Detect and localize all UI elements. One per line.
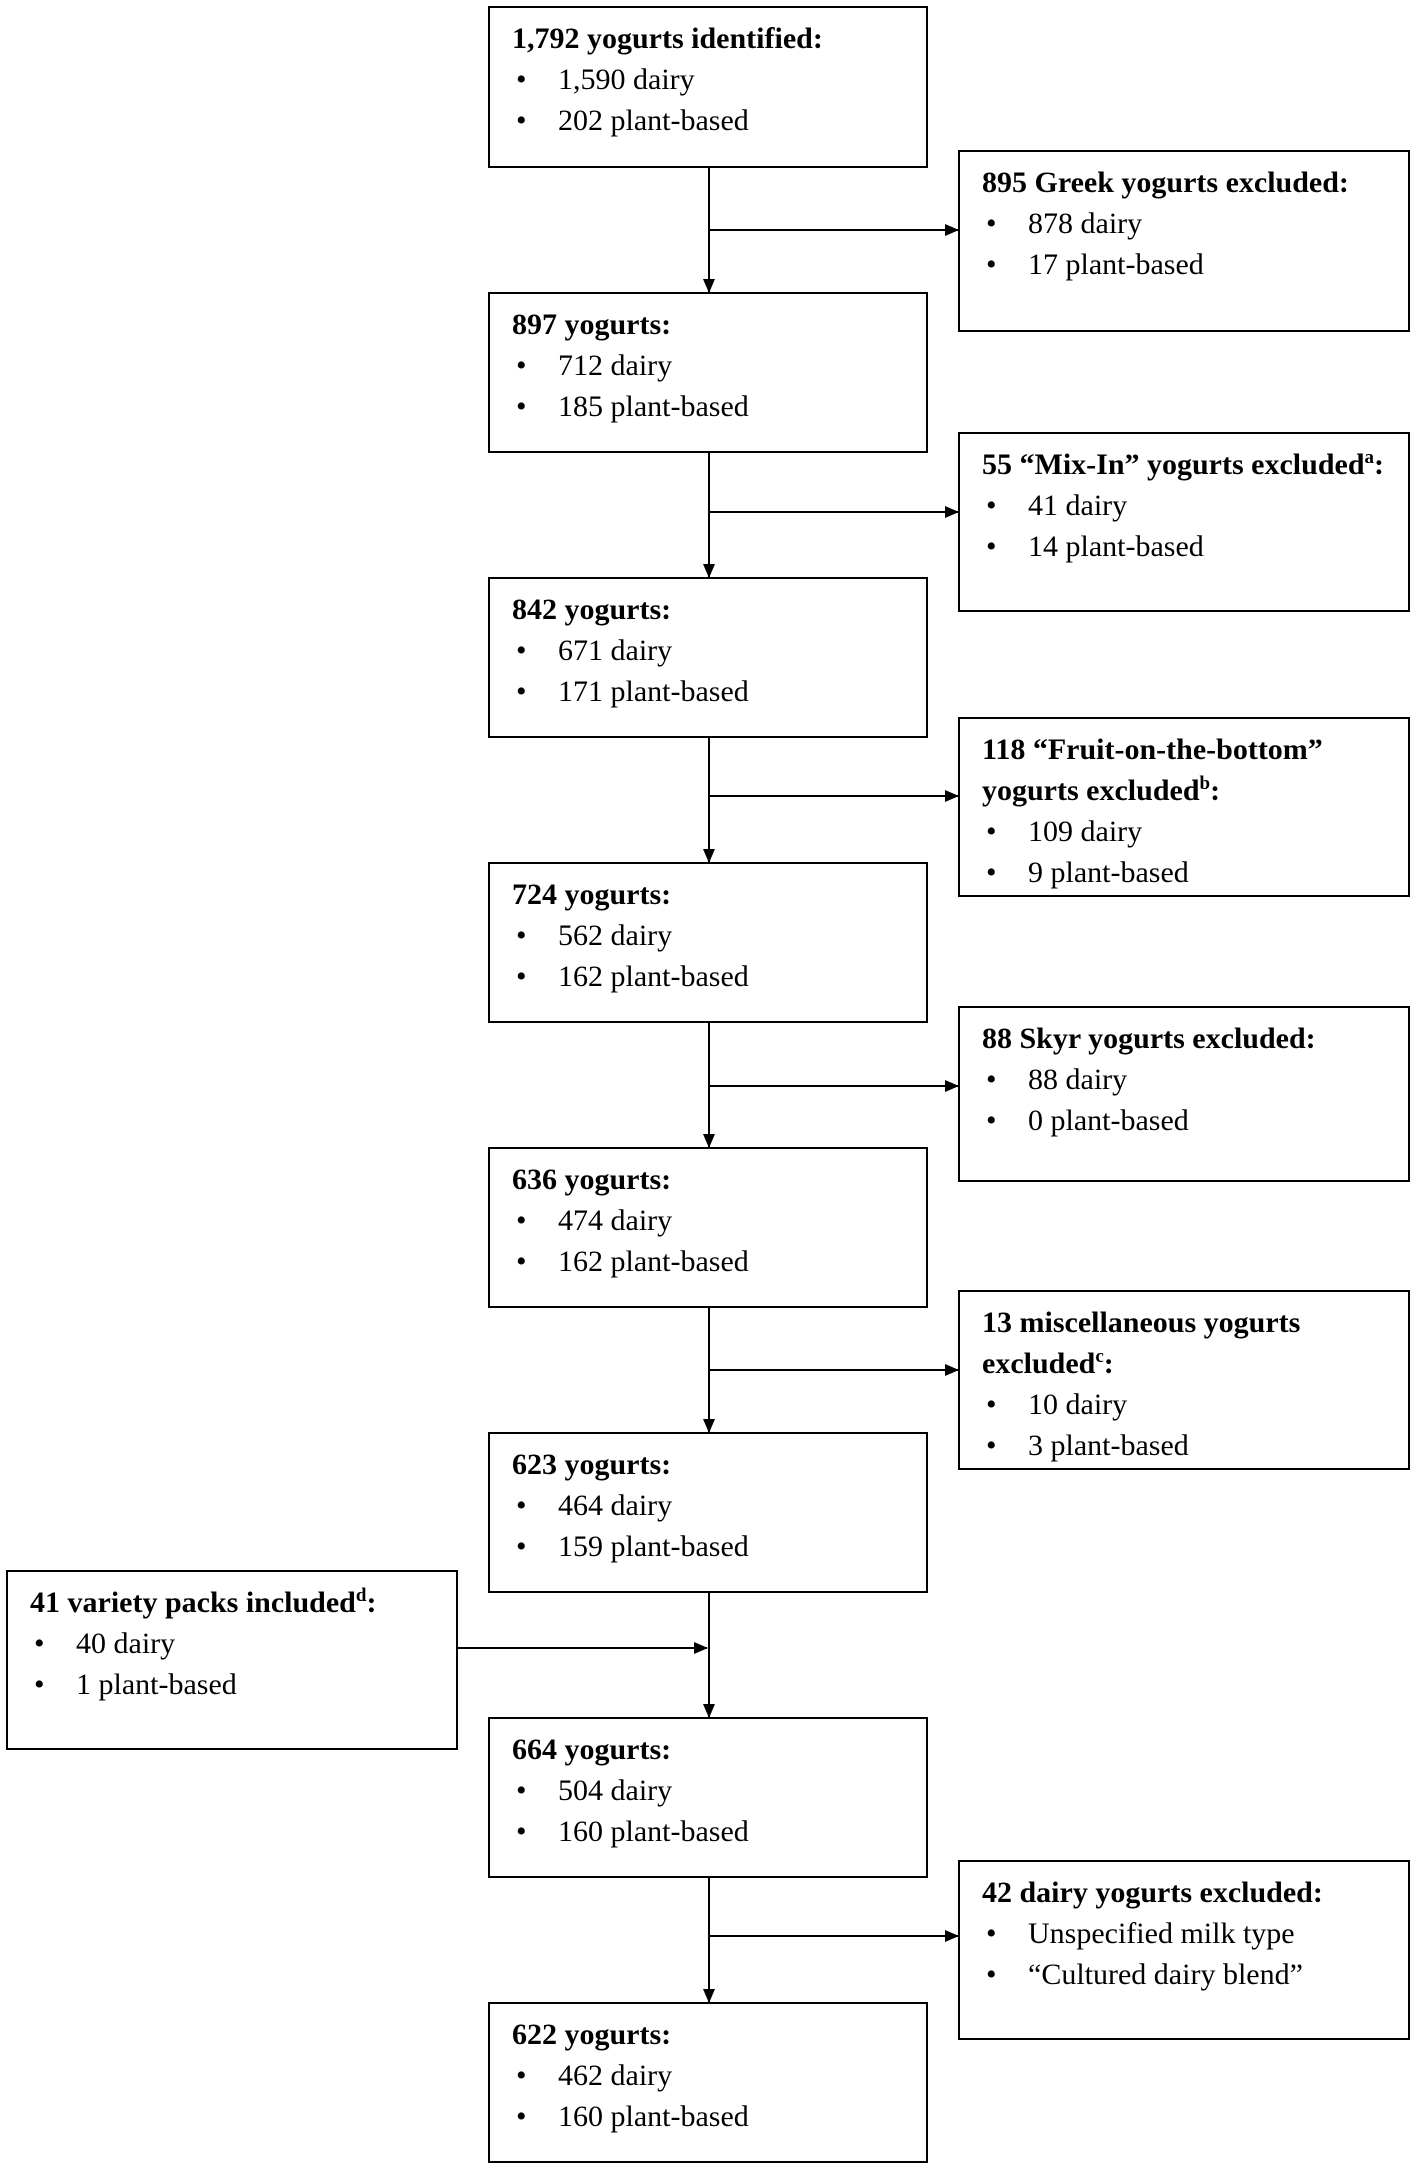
exclusion-box-greek: 895 Greek yogurts excluded: 878 dairy17 …: [958, 150, 1410, 332]
exclusion-box-skyr: 88 Skyr yogurts excluded: 88 dairy0 plan…: [958, 1006, 1410, 1182]
dairy-count: 878 dairy: [982, 203, 1388, 244]
plant-based-count: 185 plant-based: [512, 386, 906, 427]
exclusion-box-fruit-on-bottom: 118 “Fruit-on-the-bottom” yogurts exclud…: [958, 717, 1410, 897]
dairy-count: 712 dairy: [512, 345, 906, 386]
dairy-count: 462 dairy: [512, 2055, 906, 2096]
dairy-count: 40 dairy: [30, 1623, 436, 1664]
box-title: 623 yogurts:: [512, 1448, 672, 1481]
exclusion-box-mix-in: 55 “Mix-In” yogurts excludeda: 41 dairy1…: [958, 432, 1410, 612]
dairy-count: 671 dairy: [512, 630, 906, 671]
dairy-count: 504 dairy: [512, 1770, 906, 1811]
plant-based-count: 160 plant-based: [512, 2096, 906, 2137]
flow-box-623: 623 yogurts: 464 dairy159 plant-based: [488, 1432, 928, 1593]
plant-based-count: 14 plant-based: [982, 526, 1388, 567]
dairy-count: 464 dairy: [512, 1485, 906, 1526]
dairy-count: 10 dairy: [982, 1384, 1388, 1425]
box-title: 1,792 yogurts identified:: [512, 22, 823, 55]
box-title: 724 yogurts:: [512, 878, 672, 911]
flow-box-622: 622 yogurts: 462 dairy160 plant-based: [488, 2002, 928, 2163]
plant-based-count: 202 plant-based: [512, 100, 906, 141]
flow-box-636: 636 yogurts: 474 dairy162 plant-based: [488, 1147, 928, 1308]
footnote-marker: c: [1095, 1346, 1104, 1367]
plant-based-count: 162 plant-based: [512, 956, 906, 997]
dairy-count: 88 dairy: [982, 1059, 1388, 1100]
dairy-count: 1,590 dairy: [512, 59, 906, 100]
exclusion-box-dairy: 42 dairy yogurts excluded: Unspecified m…: [958, 1860, 1410, 2040]
box-title: 842 yogurts:: [512, 593, 672, 626]
box-title: 622 yogurts:: [512, 2018, 672, 2051]
dairy-count: 562 dairy: [512, 915, 906, 956]
plant-based-count: 0 plant-based: [982, 1100, 1388, 1141]
plant-based-count: 3 plant-based: [982, 1425, 1388, 1466]
box-title: 13 miscellaneous yogurts excludedc:: [982, 1306, 1301, 1380]
plant-based-count: 17 plant-based: [982, 244, 1388, 285]
dairy-count: 109 dairy: [982, 811, 1388, 852]
flow-box-1792: 1,792 yogurts identified: 1,590 dairy202…: [488, 6, 928, 168]
box-title: 42 dairy yogurts excluded:: [982, 1876, 1323, 1909]
box-title: 118 “Fruit-on-the-bottom” yogurts exclud…: [982, 733, 1323, 807]
box-title: 88 Skyr yogurts excluded:: [982, 1022, 1316, 1055]
flow-box-724: 724 yogurts: 562 dairy162 plant-based: [488, 862, 928, 1023]
footnote-marker: b: [1199, 773, 1211, 794]
plant-based-count: 1 plant-based: [30, 1664, 436, 1705]
dairy-count: 41 dairy: [982, 485, 1388, 526]
plant-based-count: 171 plant-based: [512, 671, 906, 712]
box-title: 897 yogurts:: [512, 308, 672, 341]
plant-based-count: 162 plant-based: [512, 1241, 906, 1282]
box-title: 895 Greek yogurts excluded:: [982, 166, 1349, 199]
dairy-count: 474 dairy: [512, 1200, 906, 1241]
plant-based-count: 159 plant-based: [512, 1526, 906, 1567]
footnote-marker: a: [1364, 447, 1375, 468]
box-title: 664 yogurts:: [512, 1733, 672, 1766]
box-title: 41 variety packs includedd:: [30, 1585, 377, 1619]
flow-box-842: 842 yogurts: 671 dairy171 plant-based: [488, 577, 928, 738]
plant-based-count: 160 plant-based: [512, 1811, 906, 1852]
exclusion-reason: Unspecified milk type: [982, 1913, 1388, 1954]
box-title: 636 yogurts:: [512, 1163, 672, 1196]
inclusion-box-variety-packs: 41 variety packs includedd: 40 dairy1 pl…: [6, 1570, 458, 1750]
flow-box-664: 664 yogurts: 504 dairy160 plant-based: [488, 1717, 928, 1878]
flow-box-897: 897 yogurts: 712 dairy185 plant-based: [488, 292, 928, 453]
exclusion-reason: “Cultured dairy blend”: [982, 1954, 1388, 1995]
box-title: 55 “Mix-In” yogurts excludeda:: [982, 447, 1384, 481]
exclusion-box-miscellaneous: 13 miscellaneous yogurts excludedc: 10 d…: [958, 1290, 1410, 1470]
plant-based-count: 9 plant-based: [982, 852, 1388, 893]
footnote-marker: d: [355, 1585, 367, 1606]
